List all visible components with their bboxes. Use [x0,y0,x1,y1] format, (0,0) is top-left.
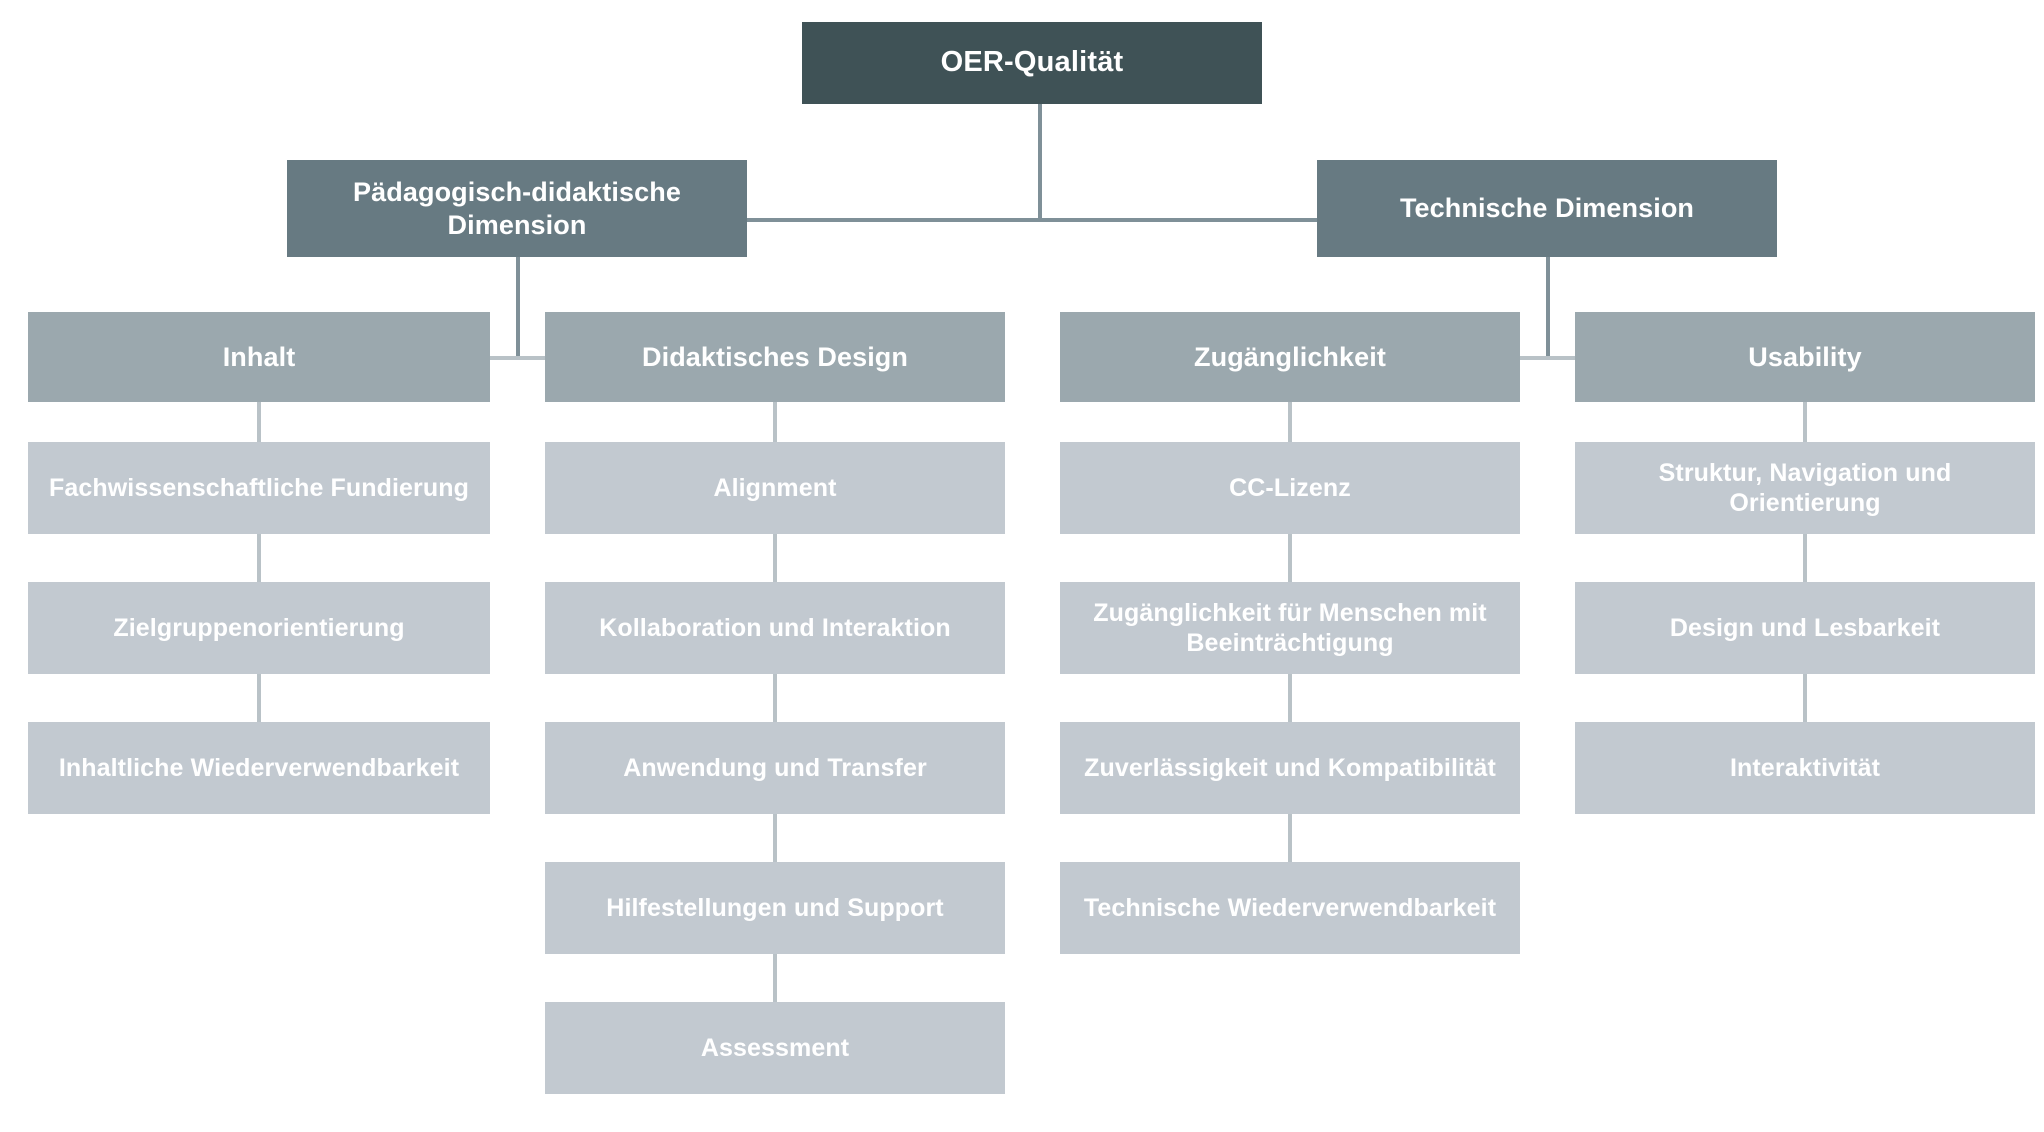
node-criterion-struktur-navigation-und-orientierung[interactable]: Struktur, Navigation und Orientierung [1575,442,2035,534]
connector-categories-bus-right [1520,356,1576,360]
node-category-inhalt[interactable]: Inhalt [28,312,490,402]
connector-categories-bus-left [490,356,546,360]
node-category-didaktisches-design[interactable]: Didaktisches Design [545,312,1005,402]
connector-dim-right-down [1546,206,1550,358]
node-criterion-inhaltliche-wiederverwendbarkeit[interactable]: Inhaltliche Wiederverwendbarkeit [28,722,490,814]
node-criterion-fachwissenschaftliche-fundierung[interactable]: Fachwissenschaftliche Fundierung [28,442,490,534]
connector-dim-left-down [516,206,520,358]
node-criterion-hilfestellungen-und-support[interactable]: Hilfestellungen und Support [545,862,1005,954]
node-criterion-anwendung-und-transfer[interactable]: Anwendung und Transfer [545,722,1005,814]
node-criterion-design-und-lesbarkeit[interactable]: Design und Lesbarkeit [1575,582,2035,674]
node-criterion-technische-wiederverwendbarkeit[interactable]: Technische Wiederverwendbarkeit [1060,862,1520,954]
connector-dimension-bus [744,218,1336,222]
node-criterion-interaktivitaet[interactable]: Interaktivität [1575,722,2035,814]
node-criterion-cc-lizenz[interactable]: CC-Lizenz [1060,442,1520,534]
node-criterion-zugaenglichkeit-fuer-menschen-mit-beeintraechtigung[interactable]: Zugänglichkeit für Menschen mit Beeinträ… [1060,582,1520,674]
node-criterion-zielgruppenorientierung[interactable]: Zielgruppenorientierung [28,582,490,674]
node-criterion-alignment[interactable]: Alignment [545,442,1005,534]
node-criterion-zuverlaessigkeit-und-kompatibilitaet[interactable]: Zuverlässigkeit und Kompatibilität [1060,722,1520,814]
connector-root-down [1038,103,1042,220]
node-dimension-paedagogisch-didaktisch[interactable]: Pädagogisch-didaktische Dimension [287,160,747,257]
node-dimension-technisch[interactable]: Technische Dimension [1317,160,1777,257]
node-category-usability[interactable]: Usability [1575,312,2035,402]
node-criterion-kollaboration-und-interaktion[interactable]: Kollaboration und Interaktion [545,582,1005,674]
node-category-zugaenglichkeit[interactable]: Zugänglichkeit [1060,312,1520,402]
node-root-oer-qualitaet[interactable]: OER-Qualität [802,22,1262,104]
node-criterion-assessment[interactable]: Assessment [545,1002,1005,1094]
